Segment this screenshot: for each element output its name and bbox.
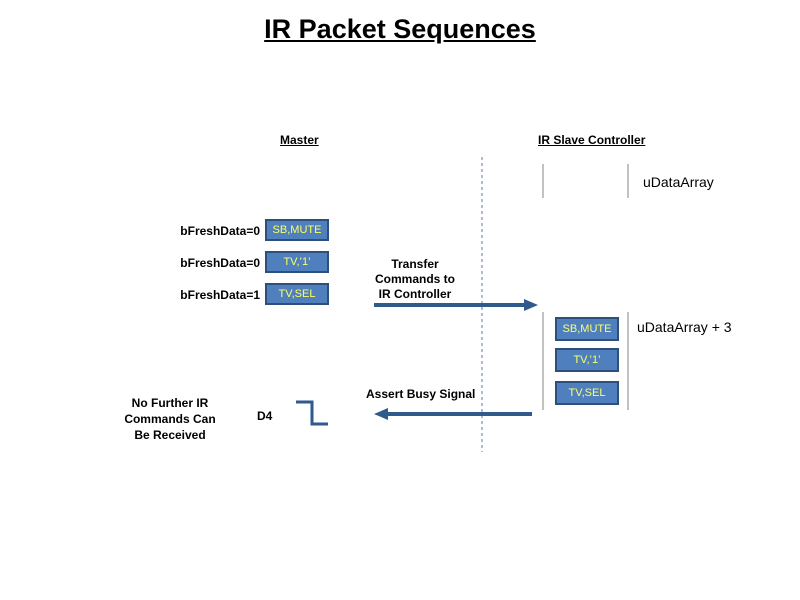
transfer-label-line-2: Commands to <box>374 272 455 286</box>
master-cmd-tv-sel: TV,SEL <box>265 283 329 305</box>
udataarray-plus-3-label: uDataArray + 3 <box>637 319 732 335</box>
busy-arrow <box>374 408 532 420</box>
slave-cmd-tv-sel: TV,SEL <box>555 381 619 405</box>
transfer-label: Transfer Commands to IR Controller <box>355 257 475 302</box>
assert-busy-label: Assert Busy Signal <box>366 387 476 401</box>
transfer-label-line-3: IR Controller <box>378 287 452 301</box>
no-further-line-1: No Further IR <box>131 396 209 410</box>
master-heading: Master <box>280 133 319 147</box>
slave-cmd-tv-1: TV,’1’ <box>555 348 619 372</box>
transfer-label-line-1: Transfer <box>391 257 439 271</box>
udataarray-label: uDataArray <box>643 174 714 190</box>
diagram-title: IR Packet Sequences <box>264 14 536 44</box>
no-further-line-2: Commands Can <box>124 412 216 426</box>
d4-label: D4 <box>257 409 273 423</box>
master-cmd-tv-1: TV,’1’ <box>265 251 329 273</box>
d4-signal-waveform <box>296 400 328 426</box>
fresh-data-flag-2: bFreshData=0 <box>180 256 260 270</box>
no-further-line-3: Be Received <box>134 428 206 442</box>
slave-heading: IR Slave Controller <box>538 133 646 147</box>
fresh-data-flag-3: bFreshData=1 <box>180 288 260 302</box>
slave-cmd-sb-mute: SB,MUTE <box>555 317 619 341</box>
master-cmd-sb-mute: SB,MUTE <box>265 219 329 241</box>
transfer-arrow <box>374 299 538 311</box>
no-further-commands-label: No Further IR Commands Can Be Received <box>110 395 230 443</box>
fresh-data-flag-1: bFreshData=0 <box>180 224 260 238</box>
